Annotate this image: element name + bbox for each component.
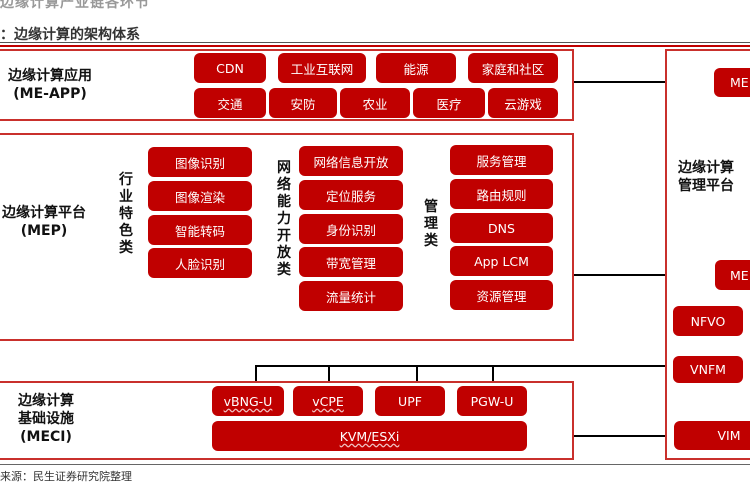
connector-vbng — [255, 365, 257, 387]
figure-title: ：边缘计算的架构体系 — [0, 27, 140, 43]
mep-traffic-statistics[interactable]: 流量统计 — [299, 281, 403, 311]
mep-label-cn: 边缘计算平台 — [2, 205, 86, 221]
management-label: 边缘计算 管理平台 — [670, 159, 742, 195]
footer-divider — [0, 464, 750, 465]
mep-bandwidth-management[interactable]: 带宽管理 — [299, 247, 403, 277]
connector-mep-to-mgmt — [573, 274, 715, 276]
app-healthcare[interactable]: 医疗 — [413, 88, 485, 118]
me-app-label-en: (ME-APP) — [13, 86, 87, 102]
mep-resource-management[interactable]: 资源管理 — [450, 280, 553, 310]
mep-location-service[interactable]: 定位服务 — [299, 180, 403, 210]
mgmt-vim[interactable]: VIM — [674, 421, 750, 450]
app-energy[interactable]: 能源 — [376, 53, 456, 83]
app-industrial-internet[interactable]: 工业互联网 — [278, 53, 366, 83]
mgmt-nfvo[interactable]: NFVO — [673, 306, 743, 336]
title-divider — [0, 42, 750, 43]
connector-upf — [416, 365, 418, 387]
me-app-label-cn: 边缘计算应用 — [8, 68, 92, 84]
mep-identity-recognition[interactable]: 身份识别 — [299, 214, 403, 244]
meci-vcpe-label: vCPE — [312, 393, 344, 409]
layer-management — [665, 49, 750, 460]
meci-kvm-esxi[interactable]: KVM/ESXi — [212, 421, 527, 451]
management-label-line2: 管理平台 — [678, 178, 734, 194]
source-note: 来源：民生证券研究院整理 — [0, 470, 132, 483]
group-title-network: 网络能力开放类 — [277, 160, 291, 278]
mep-image-recognition[interactable]: 图像识别 — [148, 147, 252, 177]
meci-vbng-u[interactable]: vBNG-U — [212, 386, 284, 416]
meci-pgw-u[interactable]: PGW-U — [457, 386, 527, 416]
mep-label: 边缘计算平台 (MEP) — [0, 204, 90, 240]
app-security[interactable]: 安防 — [269, 88, 337, 118]
meci-label-line1: 边缘计算 — [18, 393, 74, 409]
app-cdn[interactable]: CDN — [194, 53, 266, 83]
me-app-label: 边缘计算应用 (ME-APP) — [0, 67, 100, 103]
top-snippet: 边缘计算产业链各环节 — [0, 0, 150, 11]
app-transport[interactable]: 交通 — [194, 88, 266, 118]
connector-vcpe — [328, 365, 330, 387]
app-agriculture[interactable]: 农业 — [340, 88, 410, 118]
connector-app-to-mgmt — [573, 81, 715, 83]
mgmt-vnfm[interactable]: VNFM — [673, 356, 743, 383]
mgmt-me-mid[interactable]: ME — [715, 260, 750, 290]
connector-kvm-to-vim — [527, 435, 675, 437]
meci-label-line3: (MECI) — [20, 429, 72, 445]
app-home-community[interactable]: 家庭和社区 — [468, 53, 558, 83]
mep-routing-rules[interactable]: 路由规则 — [450, 179, 553, 209]
app-cloud-gaming[interactable]: 云游戏 — [488, 88, 558, 118]
mep-smart-transcoding[interactable]: 智能转码 — [148, 215, 252, 245]
meci-vbng-u-label: vBNG-U — [223, 393, 273, 409]
mep-label-en: (MEP) — [20, 223, 68, 239]
meci-kvm-esxi-label: KVM/ESXi — [339, 428, 400, 444]
mep-dns[interactable]: DNS — [450, 213, 553, 243]
mep-face-recognition[interactable]: 人脸识别 — [148, 248, 252, 278]
group-title-management: 管理类 — [424, 199, 438, 249]
title-divider-red — [0, 45, 750, 47]
mep-image-rendering[interactable]: 图像渲染 — [148, 181, 252, 211]
meci-label-line2: 基础设施 — [18, 411, 74, 427]
mgmt-me-top[interactable]: ME — [714, 68, 750, 97]
mep-network-info-open[interactable]: 网络信息开放 — [299, 146, 403, 176]
meci-label: 边缘计算 基础设施 (MECI) — [8, 392, 84, 446]
group-title-industry: 行业特色类 — [119, 172, 133, 256]
meci-upf[interactable]: UPF — [375, 386, 445, 416]
meci-vcpe[interactable]: vCPE — [293, 386, 363, 416]
connector-vnf-bus — [255, 365, 674, 367]
mep-service-management[interactable]: 服务管理 — [450, 145, 553, 175]
mep-app-lcm[interactable]: App LCM — [450, 246, 553, 276]
connector-pgw — [492, 365, 494, 387]
management-label-line1: 边缘计算 — [678, 160, 734, 176]
